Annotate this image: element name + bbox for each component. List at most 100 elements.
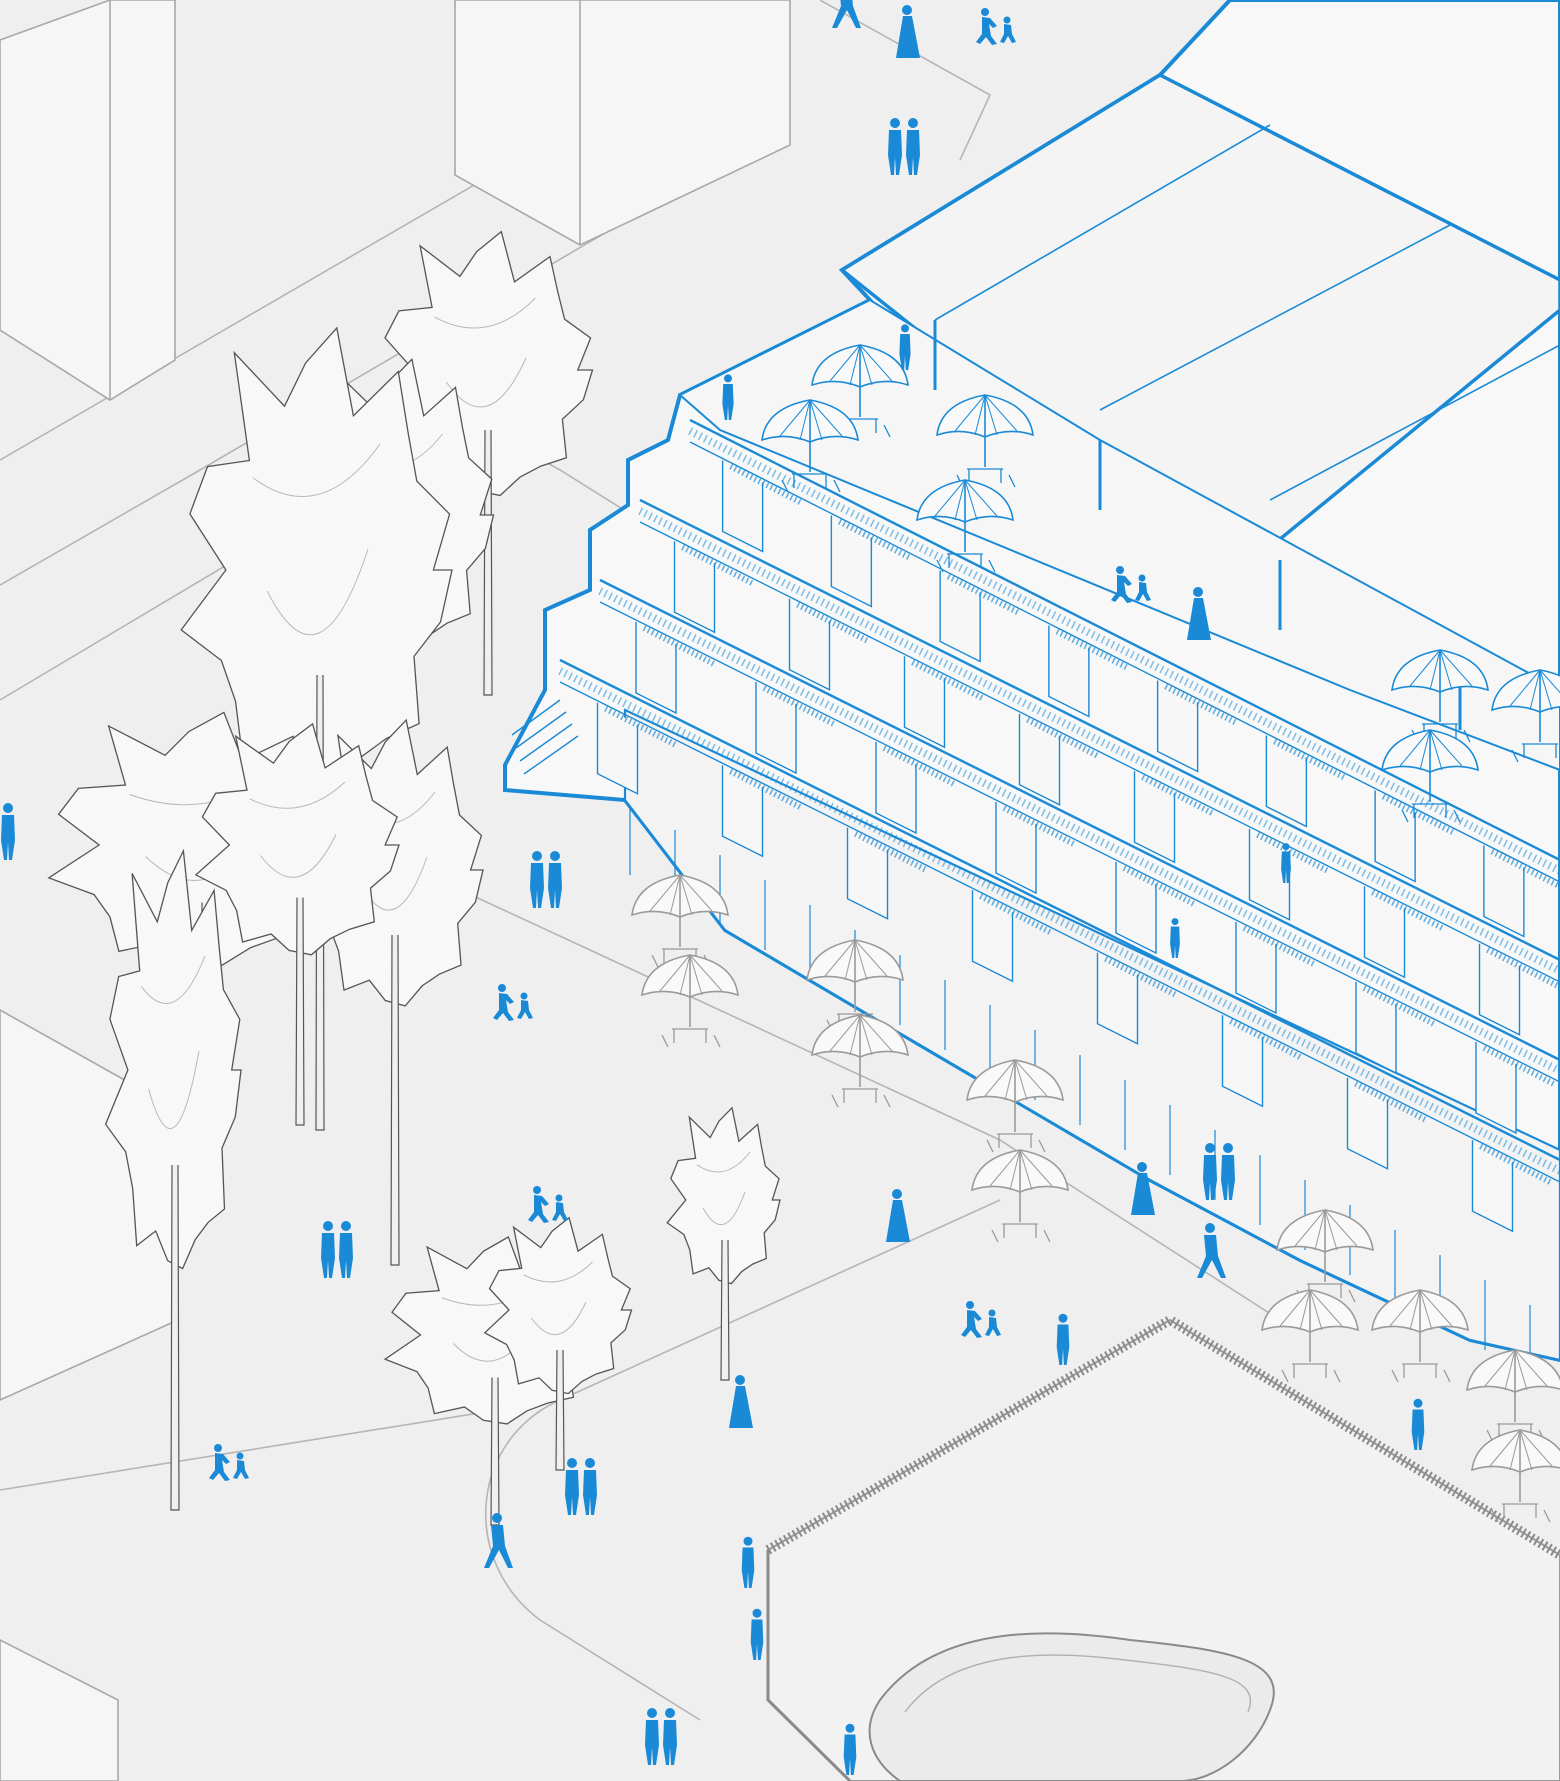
child-head: [981, 8, 989, 16]
umbrella-ribs: [1409, 649, 1473, 691]
person-silhouette-icon: [741, 1536, 755, 1588]
cafe-table-chairs: [1391, 1363, 1451, 1383]
patio-umbrellas: [631, 344, 1560, 1523]
person-head: [902, 5, 912, 15]
umbrella-ribs: [1399, 729, 1463, 771]
terrace-railing: [639, 521, 1560, 983]
pool: [868, 1632, 1275, 1781]
person-silhouette-icon: [899, 324, 911, 370]
cafe-table-chairs: [1511, 743, 1558, 763]
child-head: [555, 1194, 563, 1202]
people: [1, 0, 1425, 1775]
tree-foliage-detail: [249, 781, 346, 878]
person-body: [1203, 1155, 1217, 1200]
tree-trunk: [295, 897, 305, 1126]
umbrella-ribs: [649, 874, 713, 916]
person-head: [845, 1723, 855, 1733]
tree-icon: [483, 1216, 633, 1471]
unit-divider-wall: [1235, 922, 1277, 1015]
person-body: [530, 863, 544, 908]
child-body: [233, 1460, 249, 1479]
unit-divider-wall: [1221, 1015, 1264, 1108]
person-body: [741, 1547, 755, 1588]
terrace-railing: [599, 601, 1560, 1083]
umbrella-ribs: [954, 394, 1018, 436]
neighbour-building: [454, 0, 791, 246]
walkway-curve: [484, 1399, 701, 1721]
cafe-table-chairs: [986, 1133, 1046, 1153]
person-head: [735, 1375, 745, 1385]
person-silhouette-icon: [1, 803, 15, 860]
unit-divider-wall: [1048, 625, 1090, 718]
unit-divider-wall: [995, 802, 1037, 895]
terrace-edge: [599, 578, 1560, 1062]
patio-umbrella-icon: [806, 939, 904, 1033]
person-body: [843, 1734, 857, 1775]
trees: [47, 230, 781, 1526]
unit-divider-wall: [635, 622, 677, 715]
unit-divider-wall: [1018, 713, 1061, 806]
tree-canopy: [194, 722, 400, 956]
person-silhouette-icon: [663, 1708, 677, 1765]
person-silhouette-icon: [906, 118, 920, 175]
person-body: [1170, 926, 1180, 958]
person-body: [339, 1233, 353, 1278]
cafe-table-chairs: [1486, 1423, 1546, 1443]
child-body: [528, 1195, 549, 1223]
child-running-icon: [976, 8, 1016, 45]
unit-divider-wall: [721, 460, 764, 553]
child-body: [961, 1310, 982, 1338]
unit-divider-wall: [1133, 771, 1176, 864]
person-head: [567, 1458, 577, 1468]
patio-umbrella-icon: [761, 399, 859, 493]
terrace-levels: [511, 320, 1560, 1375]
person-silhouette-icon: [750, 1608, 764, 1660]
umbrella-ribs: [1294, 1209, 1358, 1251]
tree-icon: [104, 848, 242, 1511]
child-head: [1003, 16, 1011, 24]
child-head: [1116, 566, 1124, 574]
person-silhouette-icon: [1203, 1143, 1217, 1200]
unit-divider-wall: [673, 541, 716, 634]
umbrella-ribs: [1509, 669, 1560, 711]
person-silhouette-icon: [722, 374, 734, 420]
neighbour-building: [0, 0, 176, 401]
child-head: [533, 1186, 541, 1194]
child-body: [552, 1202, 568, 1221]
person-silhouette-icon: [339, 1221, 353, 1278]
umbrella-canopy: [1471, 1429, 1560, 1473]
person-silhouette-icon: [583, 1458, 597, 1515]
person-silhouette-icon: [1281, 843, 1291, 883]
courtyard-railing: [765, 1314, 1560, 1560]
unit-divider-wall: [721, 765, 764, 858]
roof-seam: [1269, 344, 1560, 501]
person-dress: [896, 16, 920, 58]
child-running-icon: [493, 984, 533, 1021]
child-body: [1000, 24, 1016, 43]
unit-divider-wall: [1156, 680, 1199, 773]
cafe-table-chairs: [956, 468, 1016, 488]
cafe-table-chairs: [1281, 1363, 1341, 1383]
roof-seam: [934, 124, 1271, 321]
tree-foliage-detail: [523, 1261, 593, 1336]
person-body: [1411, 1409, 1425, 1450]
person-dress: [886, 1200, 910, 1242]
person-body: [548, 863, 562, 908]
person-body: [906, 130, 920, 175]
terrace-edge: [639, 498, 1560, 962]
patio-umbrella-icon: [1466, 1349, 1560, 1443]
person-silhouette-icon: [645, 1708, 659, 1765]
person-head: [1282, 843, 1290, 851]
unit-divider-wall: [875, 742, 917, 835]
roof-seam: [1099, 224, 1451, 411]
patio-umbrella-icon: [1491, 669, 1560, 763]
unit-divider-wall: [1471, 1140, 1514, 1233]
rooftop-deck: [678, 298, 1560, 772]
child-body: [1111, 575, 1132, 603]
road-edge: [819, 0, 992, 161]
person-silhouette-icon: [1221, 1143, 1235, 1200]
person-dress: [1187, 598, 1211, 640]
person-silhouette-icon: [530, 851, 544, 908]
cafe-table-chairs: [1401, 803, 1461, 823]
child-head: [520, 992, 528, 1000]
